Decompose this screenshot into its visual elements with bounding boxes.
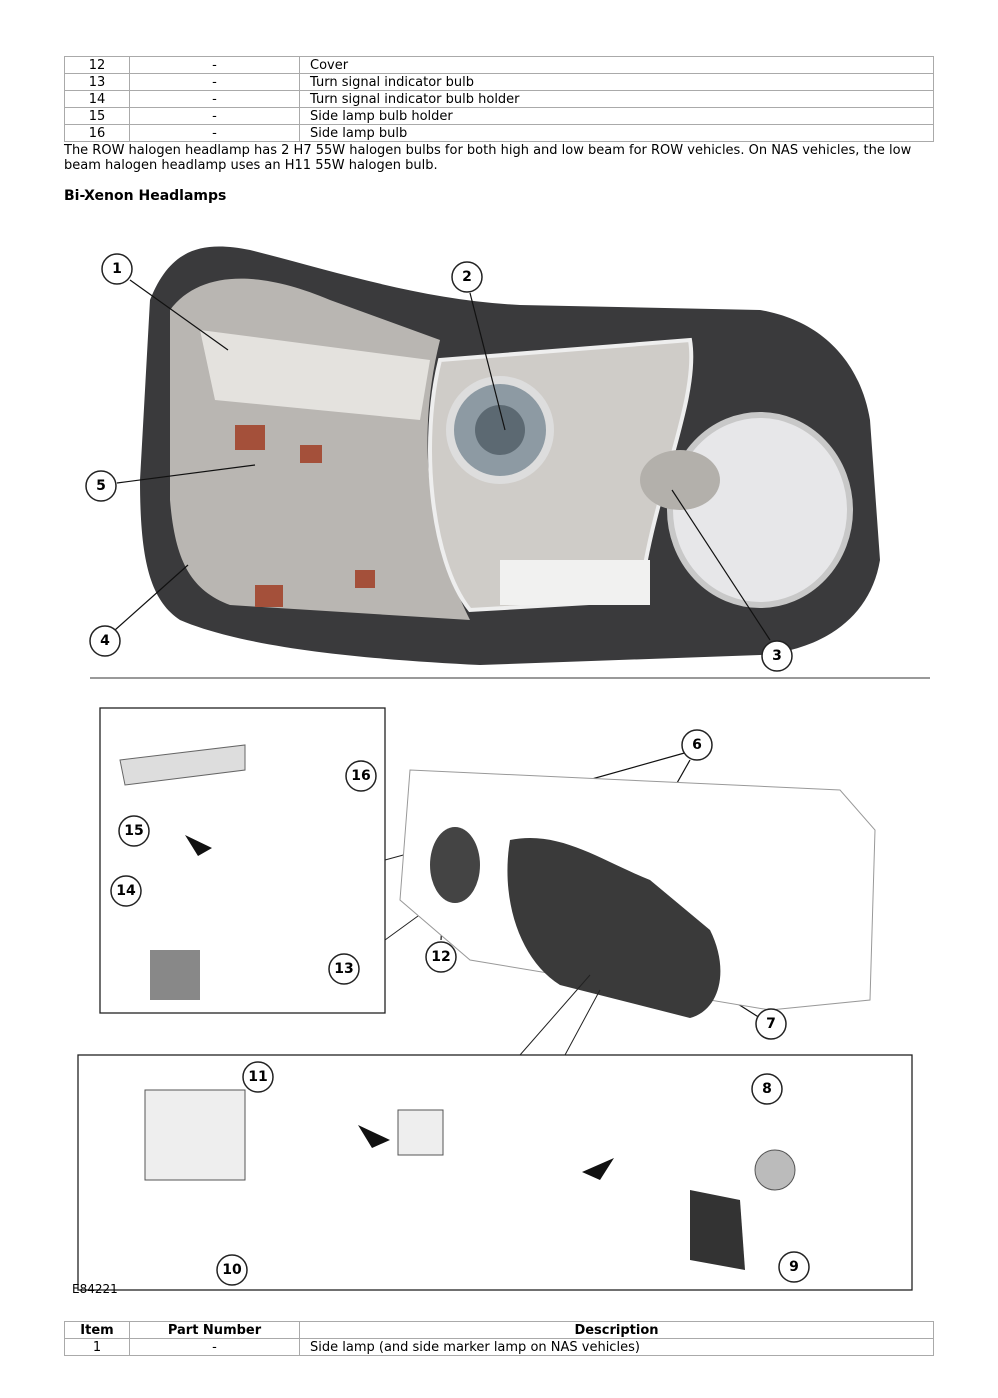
header-part-number: Part Number [129, 1321, 300, 1339]
svg-text:3: 3 [772, 648, 782, 664]
callout-12: 12 [425, 941, 457, 973]
svg-text:8: 8 [762, 1081, 772, 1097]
svg-text:6: 6 [692, 737, 702, 753]
parts-table-continued: 12-Cover 13-Turn signal indicator bulb 1… [64, 56, 934, 142]
svg-text:13: 13 [334, 961, 353, 977]
callout-7: 7 [755, 1008, 787, 1040]
callout-1: 1 [101, 253, 133, 285]
callout-16: 16 [345, 760, 377, 792]
callout-10: 10 [216, 1254, 248, 1286]
desc-cell: Side lamp bulb [299, 124, 934, 142]
halogen-description: The ROW halogen headlamp has 2 H7 55W ha… [64, 143, 912, 173]
svg-text:14: 14 [116, 883, 136, 899]
section-heading: Bi-Xenon Headlamps [64, 188, 227, 204]
table-row: 16-Side lamp bulb [64, 124, 934, 142]
callout-13: 13 [328, 953, 360, 985]
desc-cell: Side lamp (and side marker lamp on NAS v… [299, 1338, 934, 1356]
callout-8: 8 [751, 1073, 783, 1105]
callout-11: 11 [242, 1061, 274, 1093]
item-cell: 16 [64, 124, 130, 142]
svg-text:12: 12 [431, 949, 450, 965]
svg-text:5: 5 [96, 478, 106, 494]
svg-text:2: 2 [462, 269, 472, 285]
callout-9: 9 [778, 1251, 810, 1283]
exploded-diagram [77, 707, 913, 1291]
callout-15: 15 [118, 815, 150, 847]
callout-14: 14 [110, 875, 142, 907]
callout-2: 2 [451, 261, 483, 293]
table-row: 1-Side lamp (and side marker lamp on NAS… [64, 1338, 934, 1356]
svg-text:16: 16 [351, 768, 370, 784]
svg-text:4: 4 [100, 633, 110, 649]
callout-5: 5 [85, 470, 117, 502]
header-item: Item [64, 1321, 130, 1339]
part-cell: - [129, 124, 300, 142]
item-cell: 1 [64, 1338, 130, 1356]
headlamp-photo [140, 246, 880, 665]
table-row: 14-Turn signal indicator bulb holder [64, 90, 934, 108]
part-cell: - [129, 1338, 300, 1356]
svg-text:10: 10 [222, 1262, 242, 1278]
header-description: Description [299, 1321, 934, 1339]
svg-text:9: 9 [789, 1259, 799, 1275]
svg-text:1: 1 [112, 261, 122, 277]
callout-4: 4 [89, 625, 121, 657]
callout-6: 6 [681, 729, 713, 761]
svg-text:15: 15 [124, 823, 143, 839]
callout-3: 3 [761, 640, 793, 672]
figure-id: E84221 [72, 1282, 118, 1296]
svg-text:7: 7 [766, 1016, 776, 1032]
svg-text:11: 11 [248, 1069, 267, 1085]
desc-cell: Turn signal indicator bulb holder [299, 90, 934, 108]
